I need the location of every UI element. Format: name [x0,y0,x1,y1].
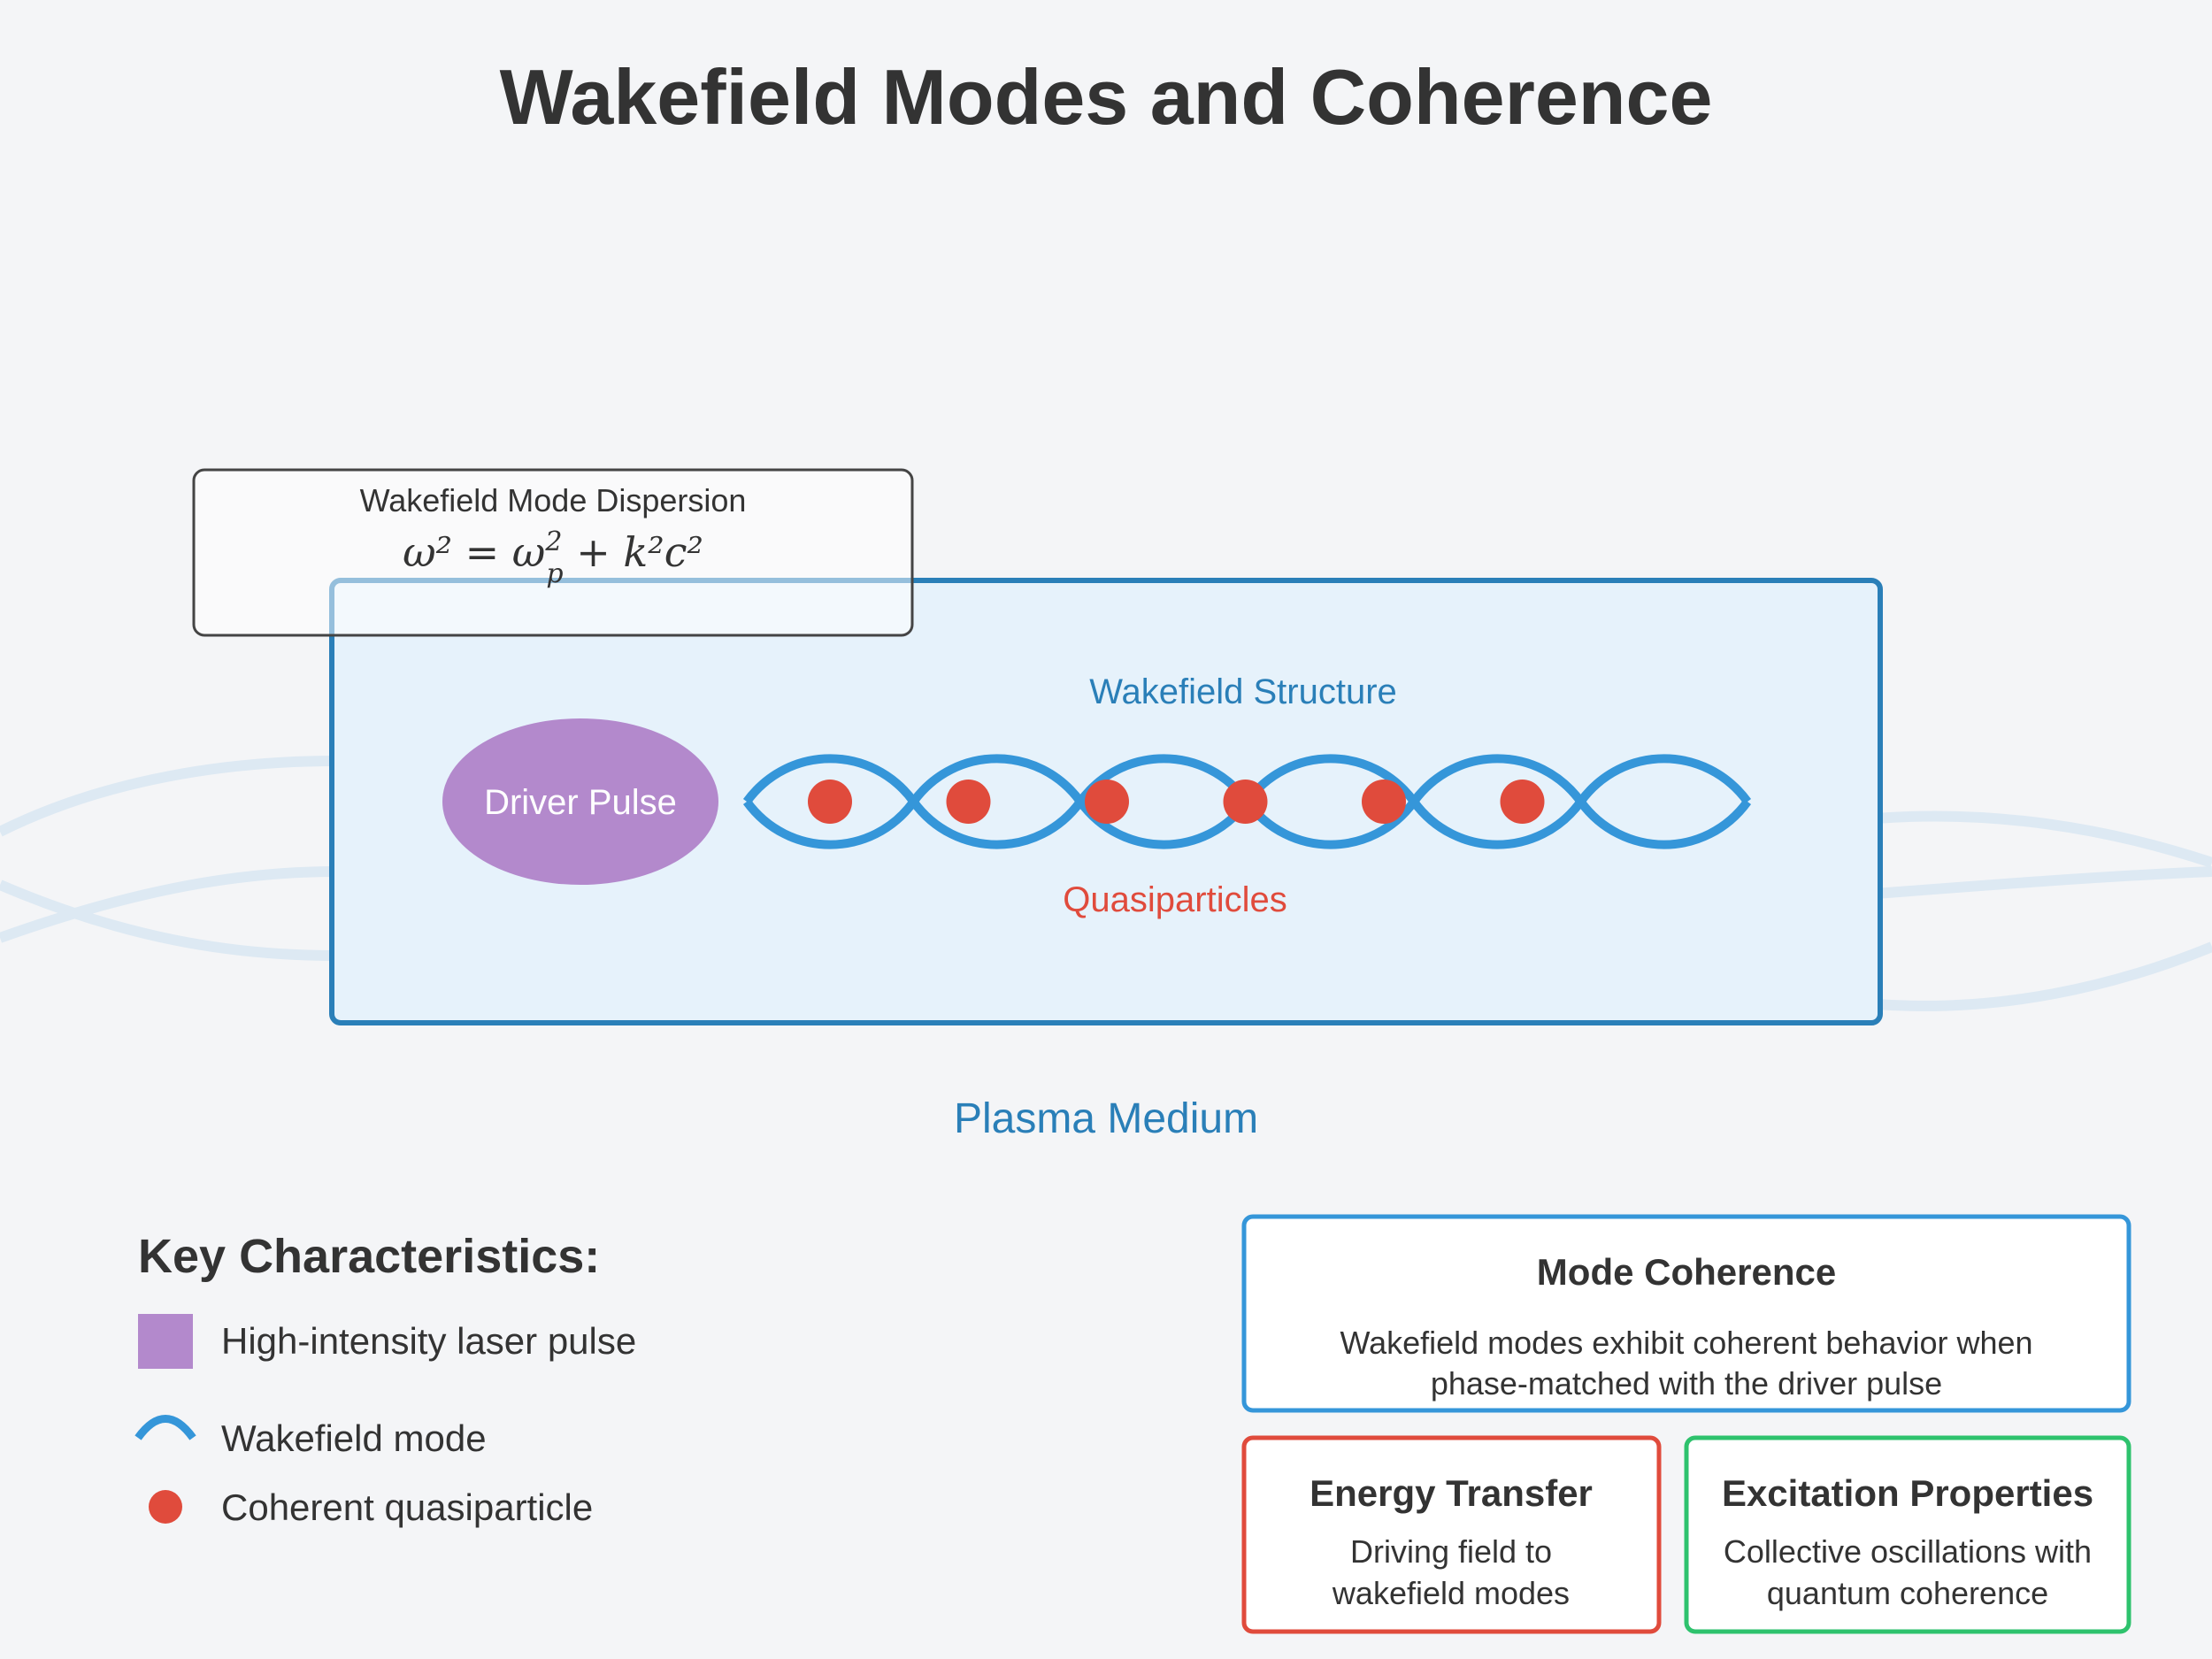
formula-sub: p [546,558,563,589]
mode-coherence-line-2: phase-matched with the driver pulse [1431,1365,1942,1402]
energy-transfer-title: Energy Transfer [1310,1472,1593,1514]
page-title: Wakefield Modes and Coherence [500,53,1713,141]
energy-transfer-line-2: wakefield modes [1332,1575,1570,1611]
background-waves [0,756,2212,1011]
excitation-properties-line-1: Collective oscillations with [1724,1533,2092,1570]
quasiparticle-dot [1085,780,1129,824]
square-swatch-icon [138,1314,193,1369]
mode-coherence-frame [1241,1214,2131,1413]
energy-transfer-line-1: Driving field to [1350,1533,1552,1570]
mode-coherence-box: Mode Coherence Wakefield modes exhibit c… [1241,1214,2131,1413]
key-item-laser-pulse: High-intensity laser pulse [221,1320,636,1362]
excitation-properties-box: Excitation Properties Collective oscilla… [1684,1435,2131,1634]
excitation-properties-title: Excitation Properties [1722,1472,2093,1514]
driver-pulse [442,718,718,885]
background-wave-right-1 [1875,810,2212,868]
dispersion-box [192,468,914,637]
formula-right: + k²c² [564,528,703,576]
wave-arc-icon [134,1415,196,1440]
key-item-quasiparticle: Coherent quasiparticle [221,1486,593,1528]
dot-icon [149,1490,182,1524]
background-wave-right-2 [1875,866,2212,899]
quasiparticle-dot [946,780,991,824]
key-title: Key Characteristics: [138,1230,600,1283]
quasiparticle-dot [1362,780,1406,824]
quasiparticles [808,780,1545,824]
background-wave-left-3 [0,866,337,943]
driver-pulse-label: Driver Pulse [484,783,677,822]
key-item-wakefield-mode: Wakefield mode [221,1417,487,1459]
background-wave-left-1 [0,756,337,837]
dispersion-label: Wakefield Mode Dispersion [360,482,747,518]
plasma-medium-label: Plasma Medium [954,1095,1258,1142]
mode-coherence-line-1: Wakefield modes exhibit coherent behavio… [1340,1325,2032,1361]
quasiparticles-label: Quasiparticles [1063,880,1286,919]
energy-transfer-frame [1241,1435,1662,1634]
quasiparticle-dot [1500,780,1545,824]
excitation-properties-frame [1684,1435,2131,1634]
quasiparticle-dot [1223,780,1268,824]
formula-left: ω² = ω [403,528,545,576]
excitation-properties-line-2: quantum coherence [1767,1575,2048,1611]
mode-coherence-title: Mode Coherence [1537,1251,1836,1293]
background-wave-left-2 [0,879,337,961]
quasiparticle-dot [808,780,852,824]
background-wave-right-3 [1875,941,2212,1011]
energy-transfer-box: Energy Transfer Driving field to wakefie… [1241,1435,1662,1634]
key-characteristics: Key Characteristics: High-intensity lase… [134,1230,636,1528]
formula-sup: 2 [544,526,562,557]
wakefield-structure-label: Wakefield Structure [1089,672,1397,711]
